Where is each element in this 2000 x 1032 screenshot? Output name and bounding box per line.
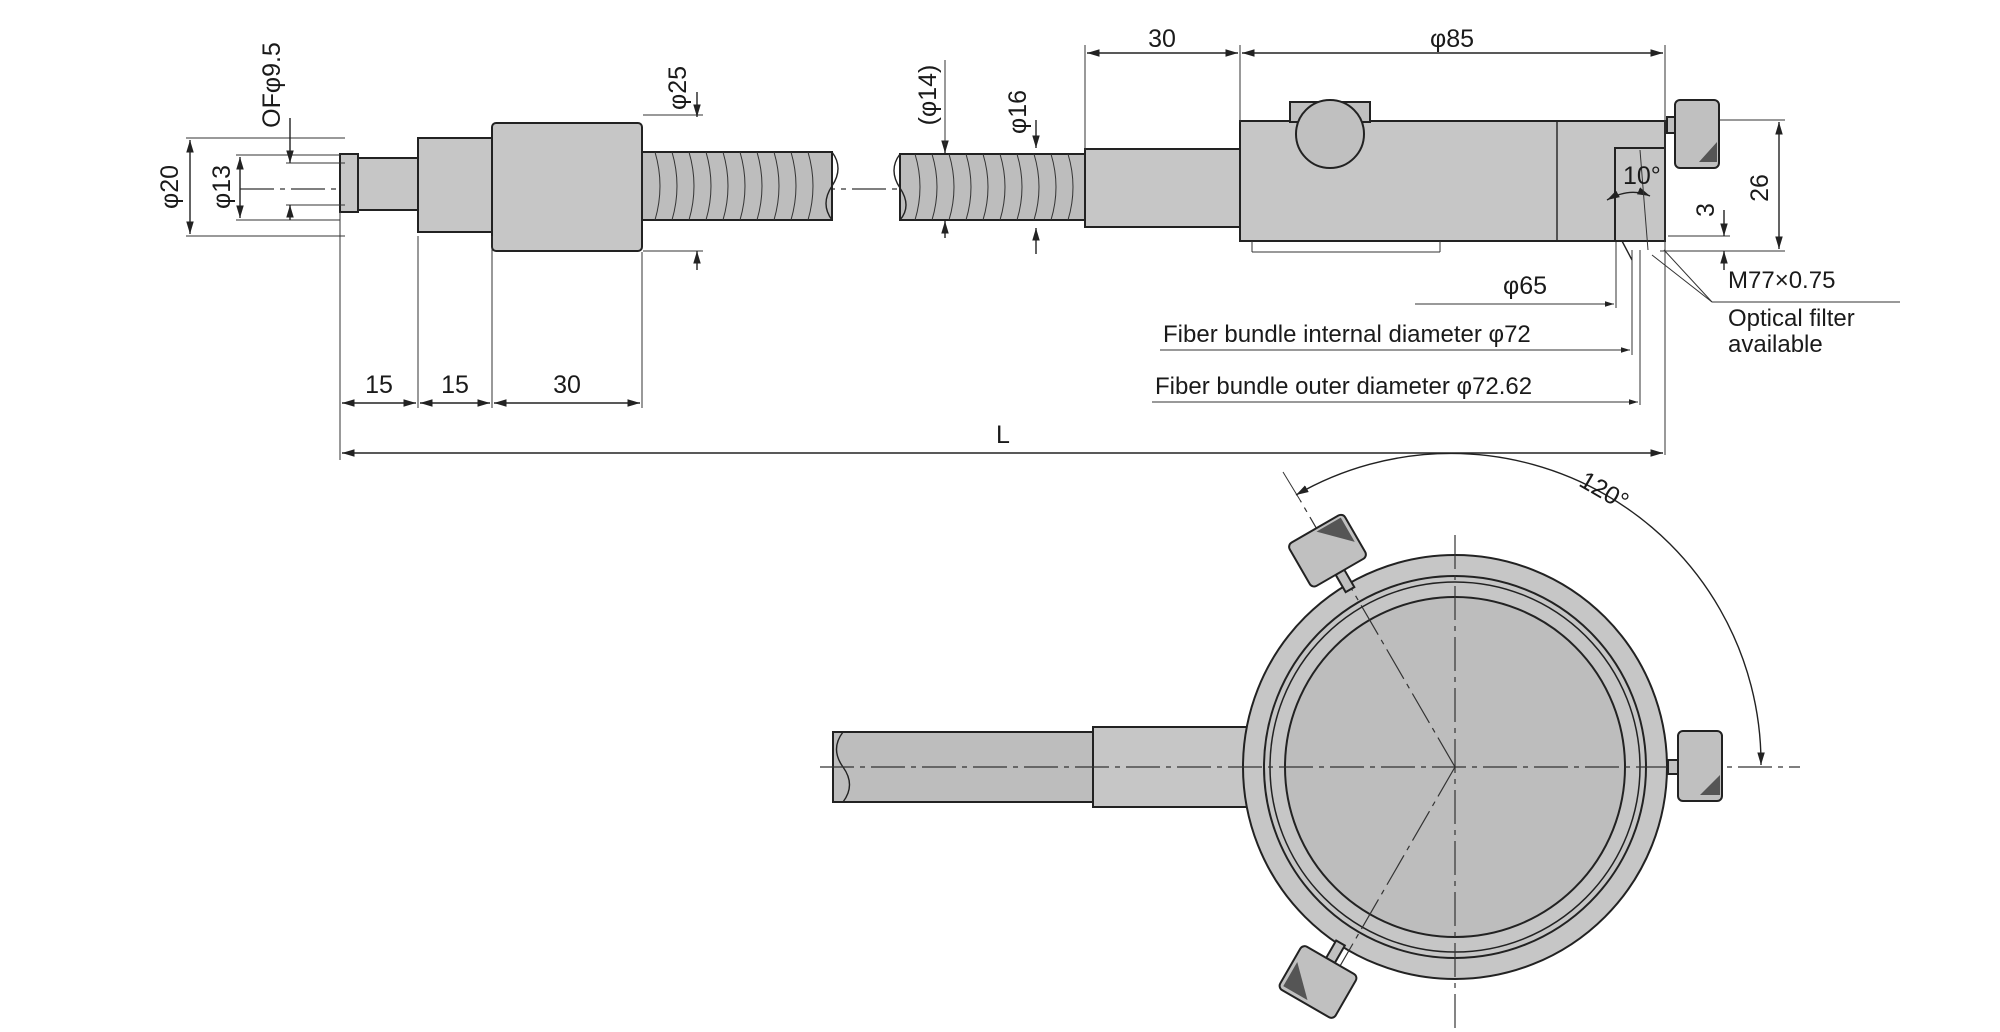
flex-tube-left	[641, 151, 839, 221]
front-view: 120°	[820, 452, 1800, 1032]
dim-length-L: L	[996, 421, 1010, 449]
side-dimensions: φ20 φ13 OFφ9.5 φ25 (φ14) φ16 30	[156, 25, 1900, 460]
angle-arc-120	[1295, 452, 1765, 766]
flex-tube-left-body	[641, 151, 833, 221]
side-screw-knurl	[1699, 142, 1717, 162]
dim-of-phi95: OFφ9.5	[258, 42, 286, 128]
flex-tube-left-break	[825, 151, 839, 221]
head-knob	[1295, 99, 1365, 169]
dim-phi20: φ20	[156, 165, 184, 209]
flex-tube-right-ridges	[914, 153, 1074, 221]
label-fiber-internal: Fiber bundle internal diameter φ72	[1163, 321, 1531, 348]
dim-phi25: φ25	[664, 66, 692, 110]
dim-len15-b: 15	[441, 371, 469, 399]
connector-body	[491, 122, 643, 252]
dim-phi65: φ65	[1503, 272, 1547, 300]
dim-angle10: 10°	[1623, 162, 1661, 190]
label-thread: M77×0.75	[1728, 267, 1835, 294]
connector-pin	[357, 157, 419, 211]
side-view	[240, 99, 1720, 261]
front-center-line-lower-screw	[1324, 766, 1456, 993]
sleeve-neck	[1084, 148, 1241, 228]
label-filter-line2: available	[1728, 331, 1823, 358]
dim-len30-bottom: 30	[553, 371, 581, 399]
connector-collar	[417, 137, 493, 233]
dim-26: 26	[1746, 174, 1774, 202]
dim-phi85: φ85	[1430, 25, 1474, 53]
dim-phi14: (φ14)	[914, 65, 942, 126]
dim-3: 3	[1692, 203, 1720, 217]
side-screw-shaft	[1666, 116, 1676, 134]
flex-tube-left-ridges	[654, 151, 814, 221]
flex-tube-right-body	[899, 153, 1086, 221]
dim-phi16: φ16	[1004, 90, 1032, 134]
flex-tube-right	[893, 153, 1086, 221]
dim-len30-top: 30	[1148, 25, 1176, 53]
label-filter-line1: Optical filter	[1728, 305, 1855, 332]
label-fiber-outer: Fiber bundle outer diameter φ72.62	[1155, 373, 1532, 400]
side-screw	[1674, 99, 1720, 169]
dim-phi13: φ13	[208, 165, 236, 209]
front-screw-lower-left	[1278, 939, 1358, 1019]
flex-tube-right-break	[893, 153, 907, 221]
dim-angle120: 120°	[1575, 466, 1634, 516]
dim-len15-a: 15	[365, 371, 393, 399]
